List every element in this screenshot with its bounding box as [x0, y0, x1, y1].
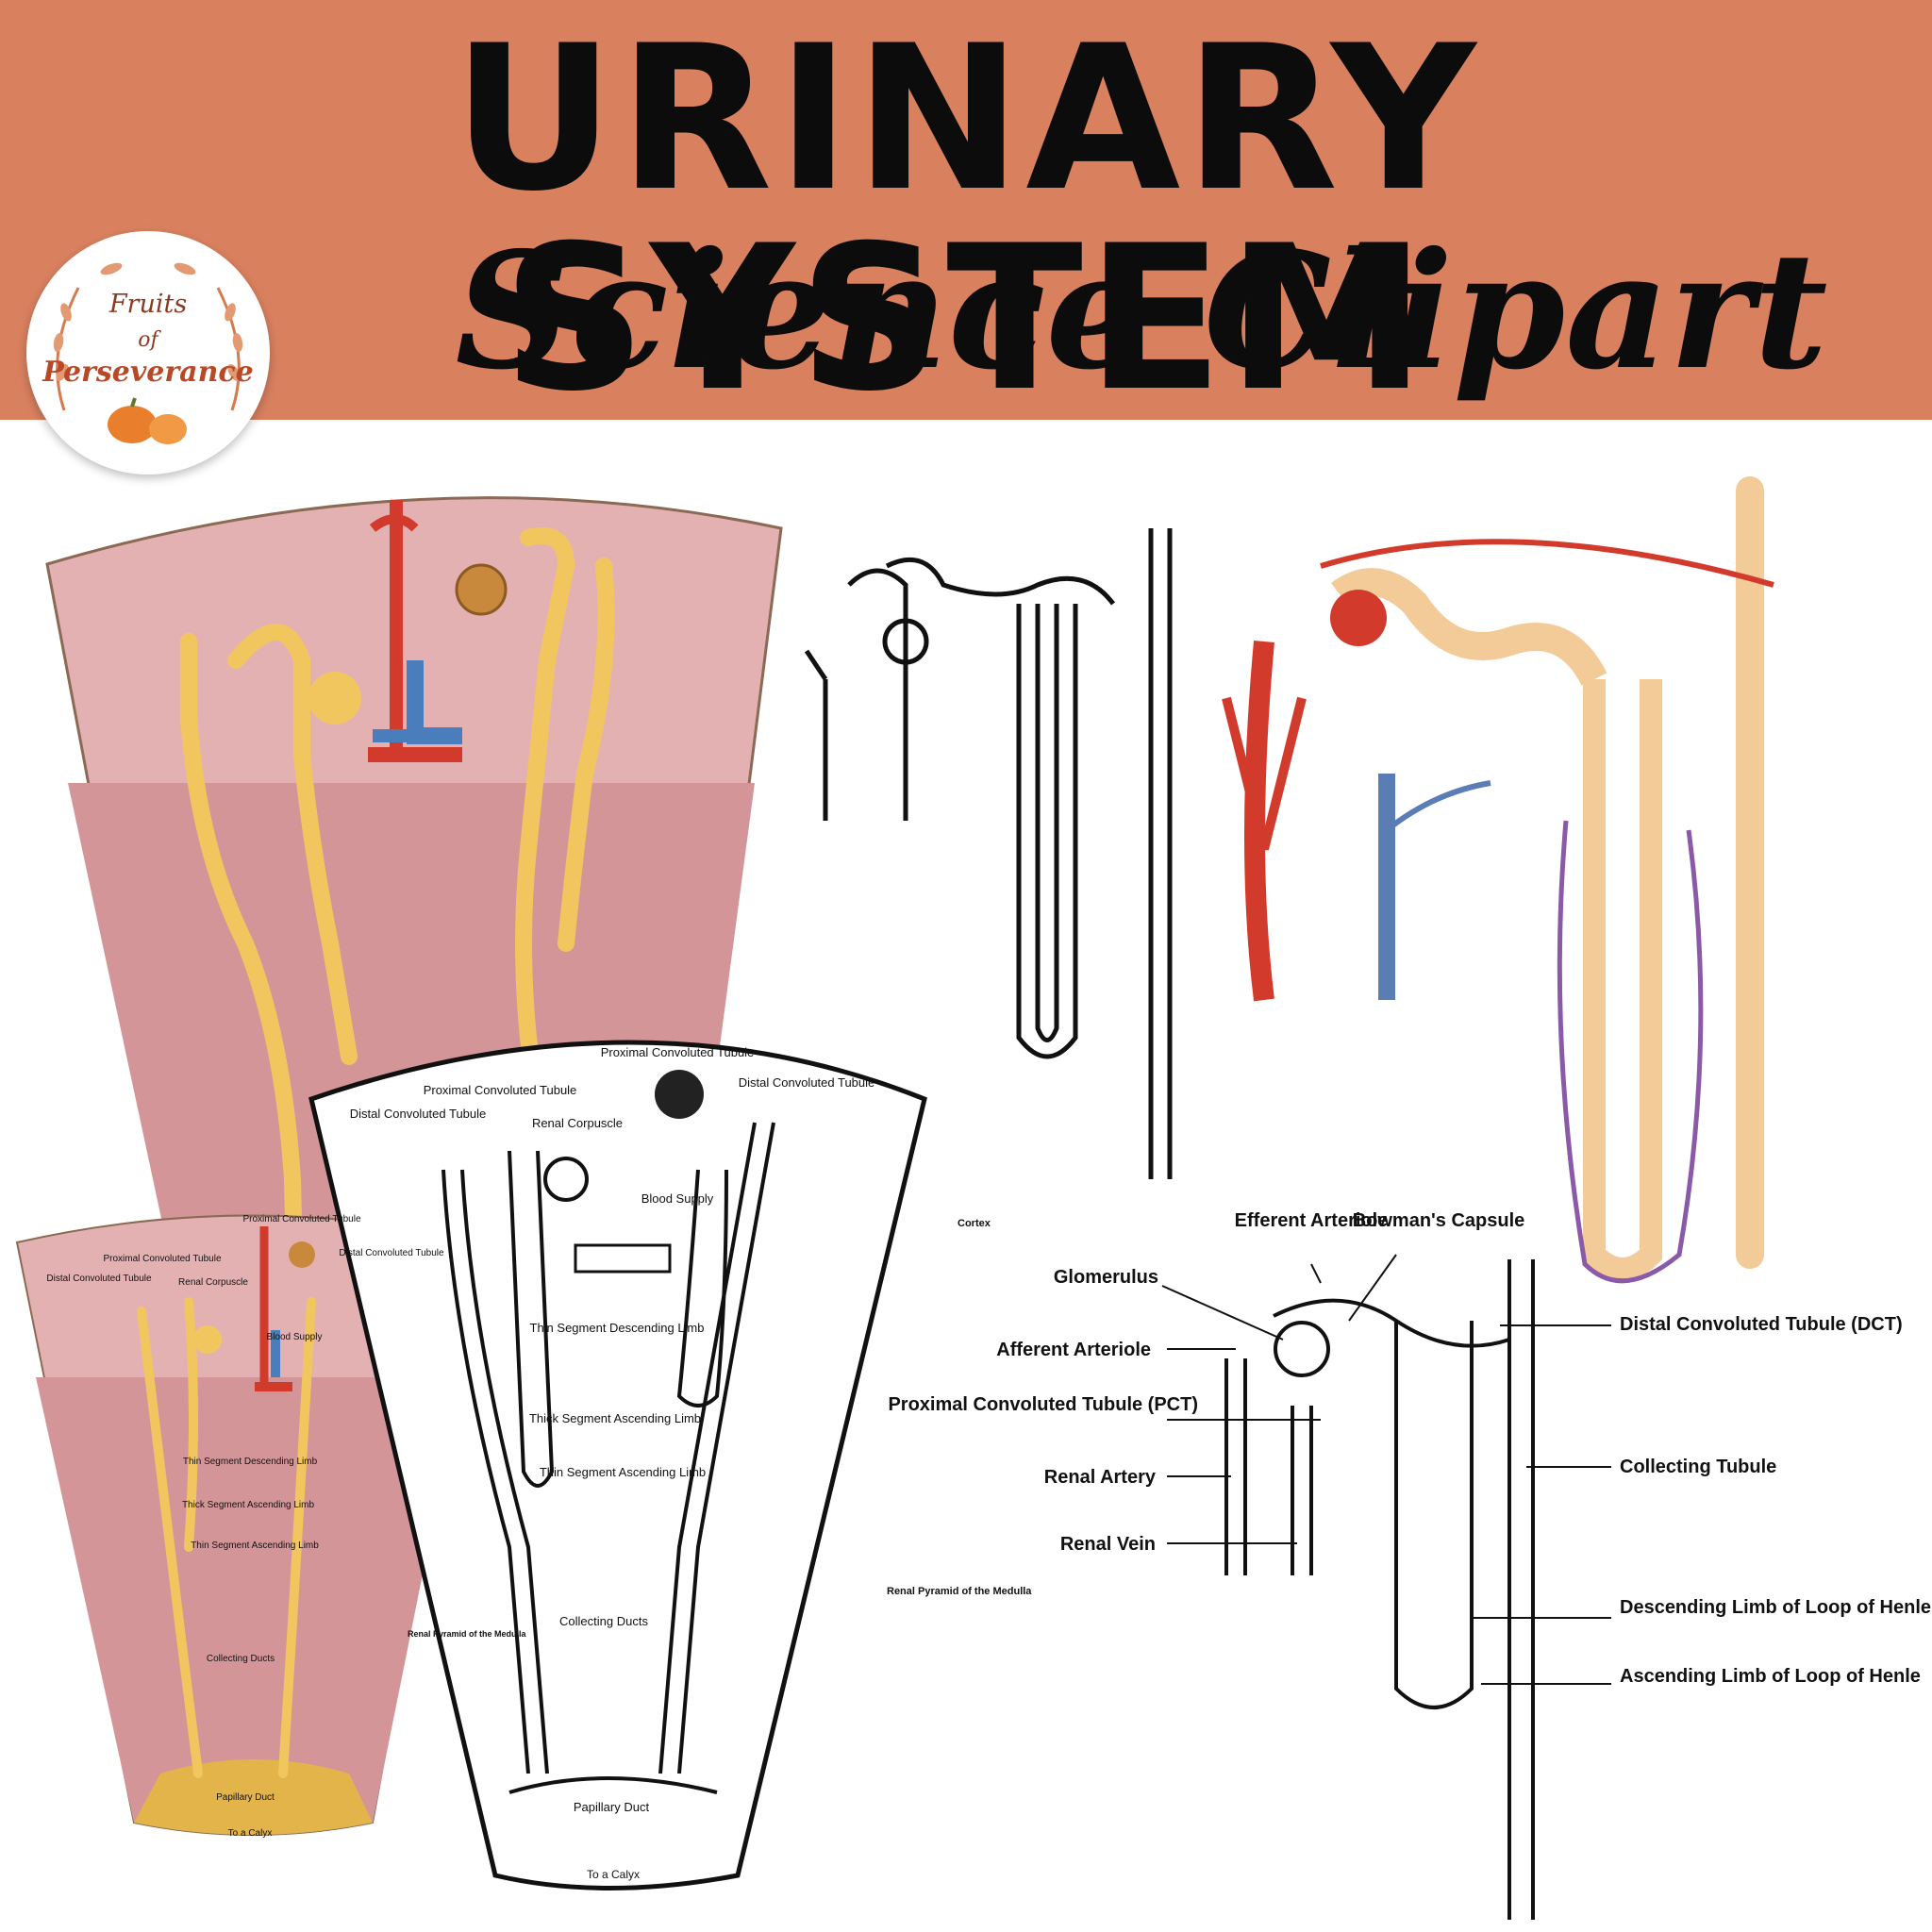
page-subtitle: Science Clipart [455, 217, 1828, 406]
label-renal-artery: Renal Artery [1044, 1467, 1157, 1488]
logo-line-1: Fruits [108, 290, 188, 319]
wreath-icon [53, 262, 243, 444]
sp-label-dct-left: Distal Convoluted Tubule [46, 1274, 152, 1284]
wp-label-pyramid-left: Renal Pyramid of the Medulla [408, 1629, 527, 1639]
label-collecting: Collecting Tubule [1620, 1457, 1776, 1477]
label-pct: Proximal Convoluted Tubule (PCT) [888, 1394, 1198, 1415]
small-pyramid-labels: Proximal Convoluted Tubule Proximal Conv… [46, 1214, 444, 1839]
wp-label-thin-asc: Thin Segment Ascending Limb [540, 1465, 706, 1479]
brand-logo: Fruits of Perseverance [26, 231, 270, 475]
sp-label-calyx: To a Calyx [228, 1828, 273, 1839]
wp-label-thick-asc: Thick Segment Ascending Limb [529, 1411, 701, 1425]
sp-label-collecting: Collecting Ducts [207, 1654, 275, 1664]
sp-label-blood: Blood Supply [267, 1332, 323, 1342]
logo-line-3: Perseverance [42, 356, 254, 389]
wp-label-papillary: Papillary Duct [574, 1800, 650, 1814]
renal-corpuscle-shape [308, 672, 361, 724]
pumpkin-icon [108, 397, 187, 444]
wp-label-dct-left: Distal Convoluted Tubule [350, 1107, 487, 1121]
wp-label-thin-desc: Thin Segment Descending Limb [530, 1321, 705, 1335]
wp-label-collecting: Collecting Ducts [559, 1614, 648, 1628]
leader-lines [1161, 1254, 1611, 1685]
white-pyramid-labels: Proximal Convoluted Tubule Proximal Conv… [350, 1045, 1033, 1881]
label-renal-vein: Renal Vein [1060, 1534, 1156, 1555]
wp-label-dct-right: Distal Convoluted Tubule [739, 1075, 875, 1090]
sp-label-pct-top: Proximal Convoluted Tubule [242, 1214, 361, 1224]
title-banner [0, 0, 1932, 420]
sp-label-dct-right: Distal Convoluted Tubule [339, 1248, 444, 1258]
nephron-line-art [804, 528, 1173, 1179]
nephron-labels: Efferent Arteriole Bowman's Capsule Glom… [888, 1210, 1931, 1687]
sp-label-thin-asc: Thin Segment Ascending Limb [191, 1541, 319, 1551]
wp-label-pct-top: Proximal Convoluted Tubule [601, 1045, 755, 1059]
wp-label-pyramid-right: Renal Pyramid of the Medulla [887, 1586, 1032, 1597]
page-title: URINARY SYSTEM [452, 2, 1480, 435]
sp-label-thin-desc: Thin Segment Descending Limb [183, 1457, 318, 1467]
nephron-colored [1222, 476, 1774, 1284]
nephron-labeled [1224, 1259, 1535, 1920]
wp-label-calyx: To a Calyx [587, 1868, 640, 1881]
wp-label-corpuscle: Renal Corpuscle [532, 1116, 623, 1130]
wp-label-blood: Blood Supply [641, 1191, 714, 1206]
label-afferent: Afferent Arteriole [996, 1340, 1151, 1360]
label-glomerulus: Glomerulus [1054, 1267, 1158, 1288]
white-pyramid [308, 1040, 927, 1890]
wp-label-pct-left: Proximal Convoluted Tubule [424, 1083, 577, 1097]
sp-label-thick-asc: Thick Segment Ascending Limb [182, 1500, 315, 1510]
label-bowman: Bowman's Capsule [1353, 1210, 1525, 1231]
label-descending: Descending Limb of Loop of Henle [1620, 1597, 1931, 1618]
sp-label-papillary: Papillary Duct [216, 1792, 275, 1803]
small-pink-pyramid [15, 1214, 481, 1836]
wp-label-cortex: Cortex [958, 1218, 991, 1229]
label-dct: Distal Convoluted Tubule (DCT) [1620, 1314, 1903, 1335]
label-ascending: Ascending Limb of Loop of Henle [1620, 1666, 1921, 1687]
sp-label-corpuscle: Renal Corpuscle [178, 1277, 248, 1288]
label-efferent: Efferent Arteriole [1235, 1210, 1389, 1231]
logo-line-2: of [138, 328, 158, 352]
sp-label-pct-left: Proximal Convoluted Tubule [103, 1254, 222, 1264]
